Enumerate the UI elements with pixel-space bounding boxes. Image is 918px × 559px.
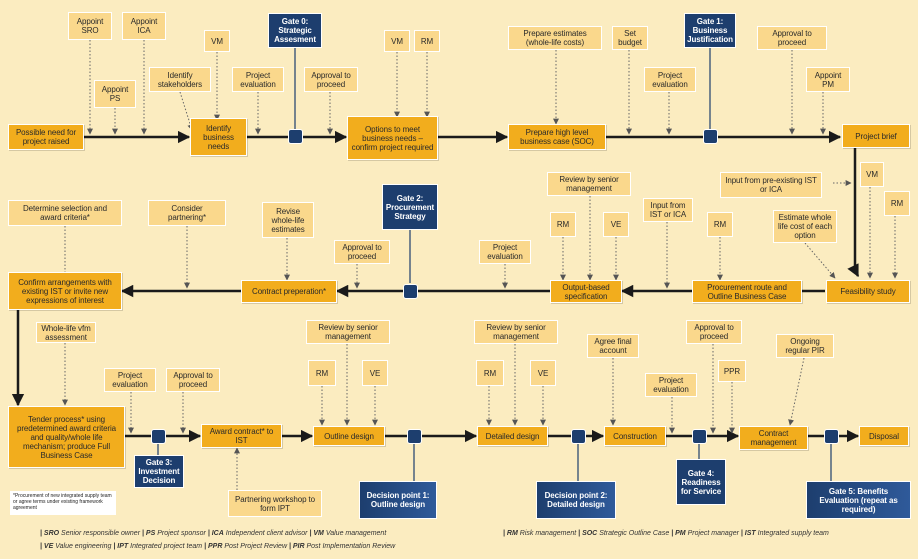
contract-preparation-step: Contract preperation* (241, 280, 337, 303)
contract-management-step: Contract management (739, 426, 808, 450)
prepare-estimates-box: Prepare estimates (whole-life costs) (508, 26, 602, 50)
legend-item: | IST Integrated supply team (740, 530, 829, 537)
appoint-sro-box: Appoint SRO (68, 12, 112, 40)
procurement-route-step: Procurement route and Outline Business C… (692, 280, 802, 303)
revise-estimates-box: Revise whole-life estimates (262, 202, 314, 238)
legend-item: | IPT Integrated project team (113, 543, 203, 550)
gate-0-box: Gate 0: Strategic Assesment (268, 13, 322, 48)
gate-4-node (692, 429, 707, 444)
determine-selection-box: Determine selection and award criteria* (8, 200, 122, 226)
award-contract-step: Award contract* to IST (201, 424, 282, 448)
approval-to-proceed-box-3: Approval to proceed (334, 240, 390, 264)
legend-item: | VE Value engineering (40, 543, 112, 550)
appoint-pm-box: Appoint PM (806, 67, 850, 92)
legend-line-3: | RM Risk management | SOC Strategic Out… (503, 529, 829, 538)
gate-2-box: Gate 2: Procurement Strategy (382, 184, 438, 230)
outline-design-step: Outline design (313, 426, 385, 446)
appoint-ica-box: Appoint ICA (122, 12, 166, 40)
legend-item: | PIR Post Implementation Review (288, 543, 396, 550)
confirm-arrangements-step: Confirm arrangements with existing IST o… (8, 272, 122, 310)
identify-stakeholders-box: Identify stakeholders (149, 67, 211, 92)
rm-box-6: RM (476, 360, 504, 386)
rm-box-5: RM (308, 360, 336, 386)
possible-need-step: Possible need for project raised (8, 124, 84, 150)
legend-line-2: | VE Value engineering | IPT Integrated … (40, 542, 395, 551)
vm-box-3: VM (860, 162, 884, 187)
construction-step: Construction (604, 426, 666, 446)
procurement-footnote: *Procurement of new integrated supply te… (10, 491, 116, 515)
rm-box-3: RM (707, 212, 733, 237)
vm-box-1: VM (204, 30, 230, 52)
detailed-design-step: Detailed design (477, 426, 548, 446)
project-evaluation-box-4: Project evaluation (104, 368, 156, 392)
partnering-workshop-box: Partnering workshop to form IPT (228, 490, 322, 517)
legend-item: | PPR Post Project Review (204, 543, 287, 550)
rm-box-1: RM (414, 30, 440, 52)
ppr-box: PPR (718, 360, 746, 382)
tender-process-step: Tender process* using predetermined awar… (8, 406, 125, 468)
estimate-whole-life-box: Estimate whole life cost of each option (773, 210, 837, 243)
project-evaluation-box-3: Project evaluation (479, 240, 531, 264)
vm-box-2: VM (384, 30, 410, 52)
input-preexisting-box: Input from pre-existing IST or ICA (720, 172, 822, 198)
gate-4-box: Gate 4: Readiness for Service (676, 459, 726, 505)
rm-box-2: RM (550, 212, 576, 237)
ongoing-pir-box: Ongoing regular PIR (776, 334, 834, 358)
gate-5-node (824, 429, 839, 444)
consider-partnering-box: Consider partnering* (148, 200, 226, 226)
approval-to-proceed-box-2: Approval to proceed (757, 26, 827, 50)
gate-3-box: Gate 3: Investment Decision (134, 455, 184, 488)
agree-final-account-box: Agree final account (587, 334, 639, 358)
review-senior-box-3: Review by senior management (474, 320, 558, 344)
prepare-high-level-step: Prepare high level business case (SOC) (508, 124, 606, 150)
set-budget-box: Set budget (612, 26, 648, 50)
disposal-step: Disposal (859, 426, 909, 446)
legend-item: | ICA Independent client advisor (207, 530, 308, 537)
output-based-spec-step: Output-based specification (550, 280, 622, 303)
project-evaluation-box-5: Project evaluation (645, 373, 697, 397)
rm-box-4: RM (884, 191, 910, 216)
ve-box-1: VE (603, 212, 629, 237)
ve-box-3: VE (530, 360, 556, 386)
legend-item: | PM Project manager (671, 530, 739, 537)
legend-line-1: | SRO Senior responsible owner | PS Proj… (40, 529, 386, 538)
approval-to-proceed-box-4: Approval to proceed (166, 368, 220, 392)
approval-to-proceed-box-1: Approval to proceed (304, 67, 358, 92)
project-brief-step: Project brief (842, 124, 910, 148)
review-senior-box-2: Review by senior management (306, 320, 390, 344)
decision-point-1-box: Decision point 1: Outline design (359, 481, 437, 519)
appoint-ps-box: Appoint PS (94, 80, 136, 108)
legend-item: | PS Project sponsor (142, 530, 206, 537)
project-evaluation-box-1: Project evaluation (232, 67, 284, 92)
legend-item: | SRO Senior responsible owner (40, 530, 141, 537)
dp-2-node (571, 429, 586, 444)
ve-box-2: VE (362, 360, 388, 386)
whole-life-vfm-box: Whole-life vfm assessment (36, 322, 96, 343)
gate-0-node (288, 129, 303, 144)
decision-point-2-box: Decision point 2: Detailed design (536, 481, 616, 519)
gate-1-box: Gate 1: Business Justification (684, 13, 736, 48)
legend-item: | VM Value management (309, 530, 387, 537)
identify-business-needs-step: Identify business needs (190, 118, 247, 156)
dp-1-node (407, 429, 422, 444)
legend-item: | RM Risk management (503, 530, 577, 537)
gate-1-node (703, 129, 718, 144)
legend-item: | SOC Strategic Outline Case (578, 530, 670, 537)
input-from-ist-box: Input from IST or ICA (643, 198, 693, 222)
gate-5-box: Gate 5: Benefits Evaluation (repeat as r… (806, 481, 911, 519)
options-step: Options to meet business needs – confirm… (347, 116, 438, 160)
approval-to-proceed-box-5: Approval to proceed (686, 320, 742, 344)
gate-3-node (151, 429, 166, 444)
gate-2-node (403, 284, 418, 299)
review-senior-box-1: Review by senior management (547, 172, 631, 196)
feasibility-study-step: Feasibility study (826, 280, 910, 303)
project-evaluation-box-2: Project evaluation (644, 67, 696, 92)
